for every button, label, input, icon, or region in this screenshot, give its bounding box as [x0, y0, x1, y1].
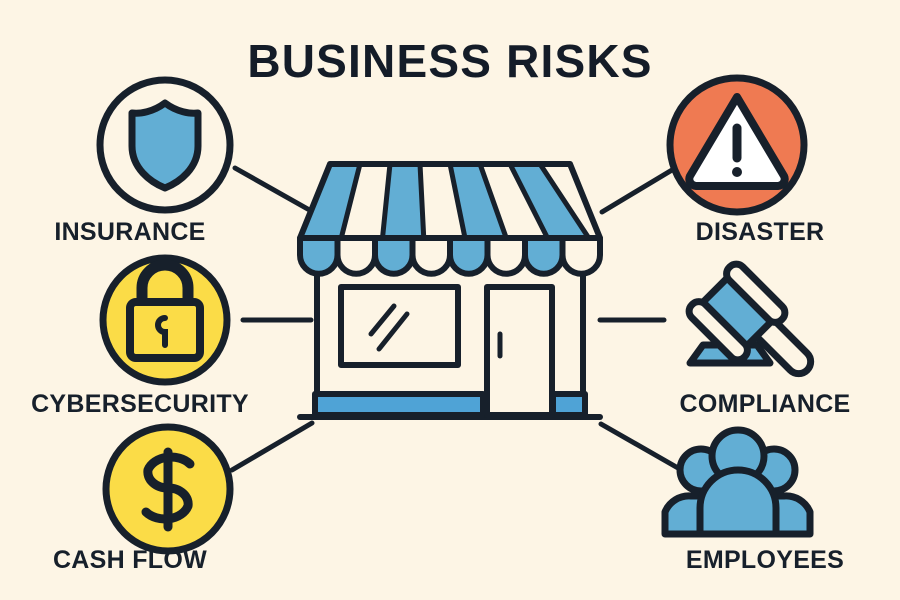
risk-icon-cash-flow[interactable]	[102, 423, 234, 555]
risk-icon-compliance[interactable]	[685, 260, 815, 378]
valance-scallop-4	[409, 235, 453, 277]
storefront-icon	[297, 161, 603, 420]
awning-sep-7	[537, 161, 592, 241]
gavel-head-cap-bottom-icon	[685, 298, 751, 364]
storefront-window	[338, 284, 461, 368]
storefront-door	[484, 284, 555, 418]
storefront-awning	[297, 161, 603, 277]
risk-icon-disaster[interactable]	[666, 74, 808, 216]
connector-cash-flow	[229, 420, 315, 473]
label-insurance: INSURANCE	[54, 218, 206, 246]
warning-exclamation-dot-icon	[732, 167, 742, 177]
valance-scallop-8	[559, 235, 603, 277]
awning-stripe-5	[450, 164, 507, 238]
awning-sep-3	[417, 161, 427, 241]
label-compliance: COMPLIANCE	[679, 390, 851, 418]
employee-body-center-icon	[696, 466, 780, 538]
valance-scallop-7	[522, 235, 566, 277]
window-shine-2	[376, 311, 410, 352]
connector-insurance	[232, 165, 316, 215]
storefront-base-right	[550, 391, 588, 418]
awning-sep-6	[507, 161, 550, 241]
connector-disaster	[599, 167, 675, 215]
valance-scallop-5	[447, 235, 491, 277]
insurance-circle	[96, 76, 234, 214]
awning-sep-5	[477, 161, 509, 241]
risk-icon-insurance[interactable]	[96, 76, 234, 214]
connector-lines	[229, 165, 681, 473]
awning-sep-1	[338, 161, 363, 241]
valance-scallop-2	[334, 235, 378, 277]
risk-icon-cybersecurity[interactable]	[99, 254, 231, 386]
valance-scallop-3	[372, 235, 416, 277]
window-shine-1	[368, 303, 397, 337]
shield-icon	[128, 99, 202, 192]
label-disaster: DISASTER	[695, 218, 825, 246]
awning-stripe-3	[382, 164, 424, 238]
awning-sep-4	[447, 161, 468, 241]
awning-stripe-7	[510, 164, 589, 238]
awning-sep-2	[380, 161, 393, 241]
label-employees: EMPLOYEES	[685, 546, 845, 574]
padlock-keyhole-icon	[155, 315, 168, 348]
awning-valance	[297, 235, 603, 277]
gavel-head-cap-top-icon	[723, 260, 789, 326]
risk-icon-employees[interactable]	[661, 426, 814, 538]
page-title: BUSINESS RISKS	[247, 35, 653, 87]
connector-employees	[598, 421, 681, 471]
storefront-base-left	[312, 391, 486, 418]
padlock-shackle-icon	[136, 259, 194, 309]
valance-scallop-1	[297, 235, 341, 277]
label-cybersecurity: CYBERSECURITY	[31, 390, 249, 418]
valance-scallop-6	[484, 235, 528, 277]
label-cash-flow: CASH FLOW	[52, 546, 208, 574]
